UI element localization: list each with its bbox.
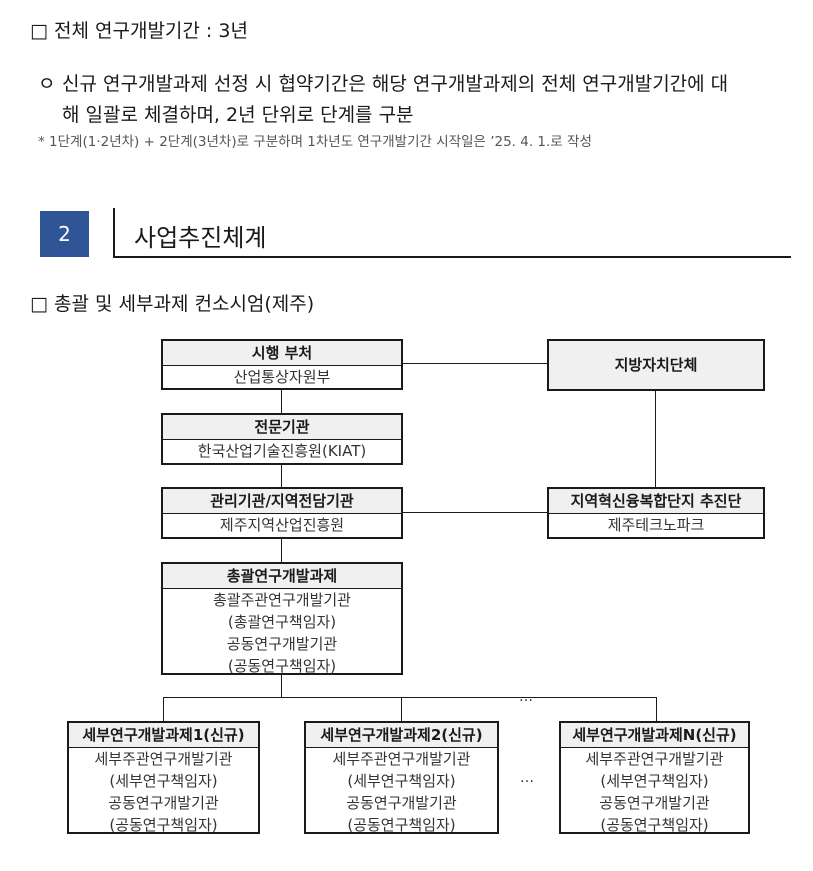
connector-ministry-agency (281, 389, 282, 413)
box-title: 지방자치단체 (614, 356, 698, 374)
box-name: 한국산업기술진흥원(KIAT) (197, 442, 367, 460)
connector-agency-manager (281, 464, 282, 488)
box-line: 공동연구개발기관 (599, 794, 710, 812)
sub-project-2-box: 세부연구개발과제2(신규) 세부주관연구개발기관 (세부연구책임자) 공동연구개… (304, 721, 499, 834)
connector-localgov-complex (655, 389, 656, 488)
connector-manager-main (281, 538, 282, 563)
box-name: 제주테크노파크 (607, 516, 705, 534)
sub-project-n-box: 세부연구개발과제N(신규) 세부주관연구개발기관 (세부연구책임자) 공동연구개… (559, 721, 750, 834)
box-line: 공동연구개발기관 (346, 794, 457, 812)
ellipsis-middle: … (520, 770, 534, 786)
box-line: 세부주관연구개발기관 (585, 750, 724, 768)
box-line: (세부연구책임자) (600, 772, 709, 790)
section-number: 2 (40, 211, 89, 257)
connector-manager-complex (402, 512, 548, 513)
box-line: (공동연구책임자) (227, 657, 337, 675)
subheading: □ 총괄 및 세부과제 컨소시엄(제주) (30, 289, 314, 316)
manager-box: 관리기관/지역전담기관 제주지역산업진흥원 (161, 487, 403, 539)
box-title: 전문기관 (163, 415, 401, 440)
main-project-box: 총괄연구개발과제 총괄주관연구개발기관 (총괄연구책임자) 공동연구개발기관 (… (161, 562, 403, 675)
box-line: (공동연구책임자) (109, 816, 218, 834)
bullet-marker: ㅇ (38, 73, 56, 95)
box-title: 세부연구개발과제1(신규) (69, 723, 258, 748)
box-line: (공동연구책임자) (347, 816, 456, 834)
agreement-bullet: ㅇ 신규 연구개발과제 선정 시 협약기간은 해당 연구개발과제의 전체 연구개발… (38, 69, 808, 131)
bullet-line-2: 해 일괄로 체결하며, 2년 단위로 단계를 구분 (62, 104, 414, 126)
box-line: (세부연구책임자) (109, 772, 218, 790)
connector-main-bus (281, 674, 282, 698)
section-underline (113, 256, 791, 258)
box-title: 시행 부처 (163, 341, 401, 366)
section-divider (113, 208, 115, 258)
box-title: 세부연구개발과제N(신규) (561, 723, 748, 748)
box-line: 공동연구개발기관 (226, 635, 338, 653)
ministry-box: 시행 부처 산업통상자원부 (161, 339, 403, 390)
bullet-line-1: 신규 연구개발과제 선정 시 협약기간은 해당 연구개발과제의 전체 연구개발기… (62, 73, 729, 95)
period-text: 전체 연구개발기간 : 3년 (54, 20, 248, 42)
box-title: 지역혁신융복합단지 추진단 (549, 489, 763, 514)
box-name: 제주지역산업진흥원 (219, 516, 345, 534)
box-line: (세부연구책임자) (347, 772, 456, 790)
box-line: (총괄연구책임자) (227, 613, 337, 631)
square-marker: □ (30, 293, 48, 315)
connector-sub-n (656, 697, 657, 721)
box-line: 세부주관연구개발기관 (332, 750, 471, 768)
subheading-text: 총괄 및 세부과제 컨소시엄(제주) (54, 293, 315, 315)
local-government-box: 지방자치단체 (547, 339, 765, 391)
complex-box: 지역혁신융복합단지 추진단 제주테크노파크 (547, 487, 765, 539)
box-line: 세부주관연구개발기관 (94, 750, 233, 768)
box-title: 관리기관/지역전담기관 (163, 489, 401, 514)
connector-sub-2 (401, 697, 402, 721)
connector-sub-bus (163, 697, 657, 698)
period-line: □ 전체 연구개발기간 : 3년 (30, 16, 248, 43)
box-line: 공동연구개발기관 (108, 794, 219, 812)
connector-sub-1 (163, 697, 164, 721)
ellipsis-top: … (519, 689, 533, 705)
box-name: 산업통상자원부 (233, 368, 331, 386)
footnote: * 1단계(1·2년차) + 2단계(3년차)로 구분하며 1차년도 연구개발기… (38, 134, 592, 150)
box-title: 총괄연구개발과제 (163, 564, 401, 589)
sub-project-1-box: 세부연구개발과제1(신규) 세부주관연구개발기관 (세부연구책임자) 공동연구개… (67, 721, 260, 834)
agency-box: 전문기관 한국산업기술진흥원(KIAT) (161, 413, 403, 465)
square-marker: □ (30, 20, 48, 42)
connector-ministry-localgov (402, 363, 548, 364)
box-title: 세부연구개발과제2(신규) (306, 723, 497, 748)
box-line: (공동연구책임자) (600, 816, 709, 834)
section-title: 사업추진체계 (134, 224, 267, 252)
box-line: 총괄주관연구개발기관 (212, 591, 351, 609)
